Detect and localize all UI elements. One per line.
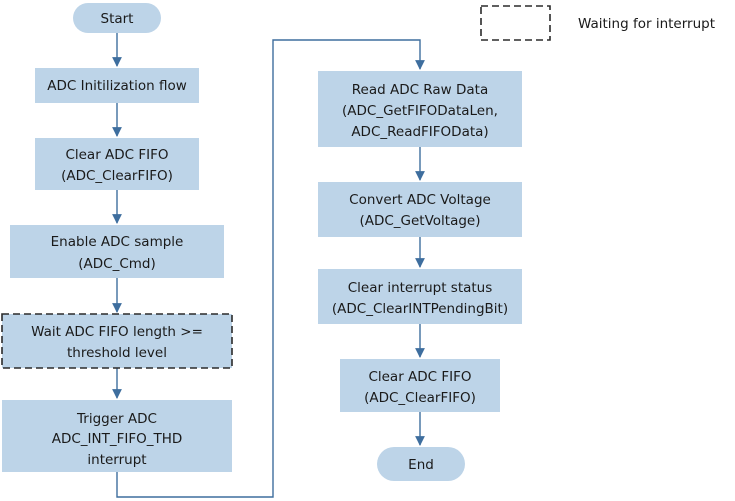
enable-sample-line2: (ADC_Cmd) [78,256,156,272]
enable-sample-box [10,225,224,278]
clear-fifo-line1: Clear ADC FIFO [65,147,168,163]
clear-fifo-line2: (ADC_ClearFIFO) [61,168,173,184]
connector-trigger-to-read [116,39,425,498]
legend-dashed-box [480,5,551,41]
convert-line2: (ADC_GetVoltage) [359,213,480,229]
convert-line1: Convert ADC Voltage [349,192,491,208]
start-terminal [73,3,161,33]
trigger-line3: interrupt [87,452,146,468]
legend-label: Waiting for interrupt [578,16,715,32]
clear-int-line1: Clear interrupt status [348,280,493,296]
clear-fifo-2-box [340,359,500,412]
clear-fifo-2-line1: Clear ADC FIFO [368,369,471,385]
clear-fifo-2-line2: (ADC_ClearFIFO) [364,390,476,406]
read-raw-box [318,71,522,147]
trigger-box [2,400,232,472]
clear-fifo-box [35,138,199,190]
init-box [35,68,199,103]
convert-box [318,182,522,237]
read-raw-line2: (ADC_GetFIFODataLen, [342,103,498,119]
read-raw-line3: ADC_ReadFIFOData) [351,124,488,140]
read-raw-line1: Read ADC Raw Data [352,82,488,98]
wait-fifo-line1: Wait ADC FIFO length >= [31,324,203,340]
init-label: ADC Initilization flow [47,78,187,94]
wait-fifo-line2: threshold level [67,345,167,361]
end-label: End [408,457,434,473]
start-label: Start [101,11,134,27]
trigger-line2: ADC_INT_FIFO_THD [52,431,183,447]
end-terminal [377,447,465,481]
clear-int-line2: (ADC_ClearINTPendingBit) [332,301,508,317]
wait-fifo-box [1,313,233,369]
left-connectors [112,33,425,498]
clear-int-box [318,269,522,324]
enable-sample-line1: Enable ADC sample [51,234,184,250]
trigger-line1: Trigger ADC [76,411,157,427]
